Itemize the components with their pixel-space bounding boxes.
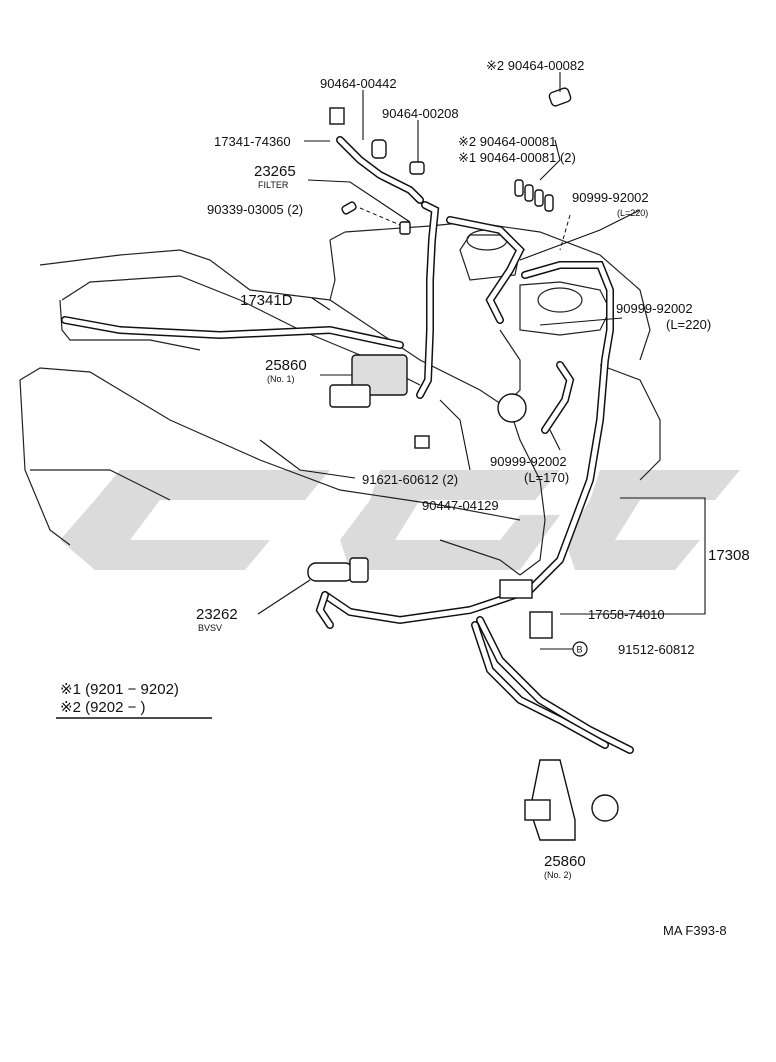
label-17341-74360: 17341-74360 [214, 134, 291, 149]
label-91512-60812: 91512-60812 [618, 642, 695, 657]
label-90464-00082: ※2 90464-00082 [486, 58, 584, 73]
marker-b-text: B [577, 645, 583, 655]
label-17341D: 17341D [240, 292, 293, 309]
label-25860-no2-sub: (No. 2) [544, 870, 572, 880]
label-90339-03005: 90339-03005 (2) [207, 202, 303, 217]
label-90447-04129: 90447-04129 [422, 498, 499, 513]
label-90464-00081-b: ※1 90464-00081 (2) [458, 150, 576, 165]
label-23262: 23262 [196, 606, 238, 623]
label-23265: 23265 [254, 163, 296, 180]
watermark-logo [60, 470, 740, 570]
label-90999-92002-c-length: (L=170) [524, 470, 569, 485]
label-25860-no1: 25860 [265, 357, 307, 374]
label-23262-bvsv: BVSV [198, 623, 222, 633]
label-90464-00442: 90464-00442 [320, 76, 397, 91]
label-25860-no1-sub: (No. 1) [267, 374, 295, 384]
label-90999-92002-b: 90999-92002 [616, 301, 693, 316]
label-90999-92002-c: 90999-92002 [490, 454, 567, 469]
label-90999-92002-b-length: (L=220) [666, 317, 711, 332]
label-90464-00208: 90464-00208 [382, 106, 459, 121]
label-91621-60612: 91621-60612 (2) [362, 472, 458, 487]
leader-lines [257, 72, 706, 650]
hose-assembly [61, 87, 634, 841]
label-90999-92002-a-length: (L=220) [617, 208, 648, 218]
label-90999-92002-a: 90999-92002 [572, 190, 649, 205]
label-25860-no2: 25860 [544, 853, 586, 870]
part-labels: ※2 90464-00082 90464-00442 90464-00208 1… [196, 58, 750, 938]
legend-note-1: ※1 (9201 − 9202) [60, 681, 179, 698]
label-17308: 17308 [708, 547, 750, 564]
label-17658-74010: 17658-74010 [588, 607, 665, 622]
marker-b-circle [572, 641, 588, 657]
reference-code: MA F393-8 [663, 923, 727, 938]
label-90464-00081-a: ※2 90464-00081 [458, 134, 556, 149]
label-23265-filter: FILTER [258, 180, 289, 190]
legend: ※1 (9201 − 9202) ※2 (9202 − ) [56, 681, 212, 719]
legend-note-2: ※2 (9202 − ) [60, 699, 146, 716]
